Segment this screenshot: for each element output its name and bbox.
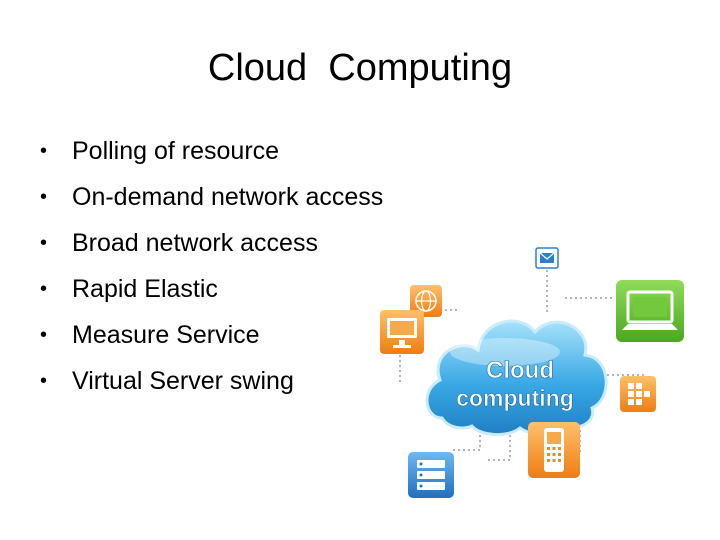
bullet-marker: • xyxy=(40,232,48,254)
bullet-marker: • xyxy=(40,140,48,162)
bullet-marker: • xyxy=(40,186,48,208)
bullet-item: • On-demand network access xyxy=(40,178,383,224)
cloud-shape xyxy=(425,319,608,436)
laptop-icon xyxy=(616,280,684,342)
bullet-item: • Rapid Elastic xyxy=(40,270,383,316)
globe-icon xyxy=(410,285,442,317)
bullet-item: • Broad network access xyxy=(40,224,383,270)
bullet-text: Broad network access xyxy=(72,229,318,257)
bullet-text: Polling of resource xyxy=(72,137,280,165)
bullet-marker: • xyxy=(40,278,48,300)
bullet-text: Measure Service xyxy=(72,321,260,349)
bullet-item: • Virtual Server swing xyxy=(40,362,383,408)
slide-title: Cloud Computing xyxy=(207,47,513,89)
bullet-item: • Measure Service xyxy=(40,316,383,362)
bullet-marker: • xyxy=(40,370,48,392)
bullet-list: • Polling of resource • On-demand network … xyxy=(40,132,383,408)
bullet-text: Rapid Elastic xyxy=(72,275,218,303)
mobile-phone-icon xyxy=(528,422,580,478)
cloud-diagram: Cloud computing xyxy=(380,247,684,498)
cloud-label-line1: Cloud xyxy=(486,357,554,384)
cloud-label-line2: computing xyxy=(456,385,574,411)
server-icon xyxy=(408,452,454,498)
cloud-computing-illustration: Cloud computing xyxy=(370,240,700,510)
bullet-item: • Polling of resource xyxy=(40,132,383,178)
bullet-marker: • xyxy=(40,324,48,346)
monitor-icon xyxy=(380,310,424,354)
bullet-text: Virtual Server swing xyxy=(72,367,294,395)
bullet-text: On-demand network access xyxy=(72,183,384,211)
grid-icon xyxy=(620,376,656,412)
mail-icon xyxy=(535,247,559,269)
